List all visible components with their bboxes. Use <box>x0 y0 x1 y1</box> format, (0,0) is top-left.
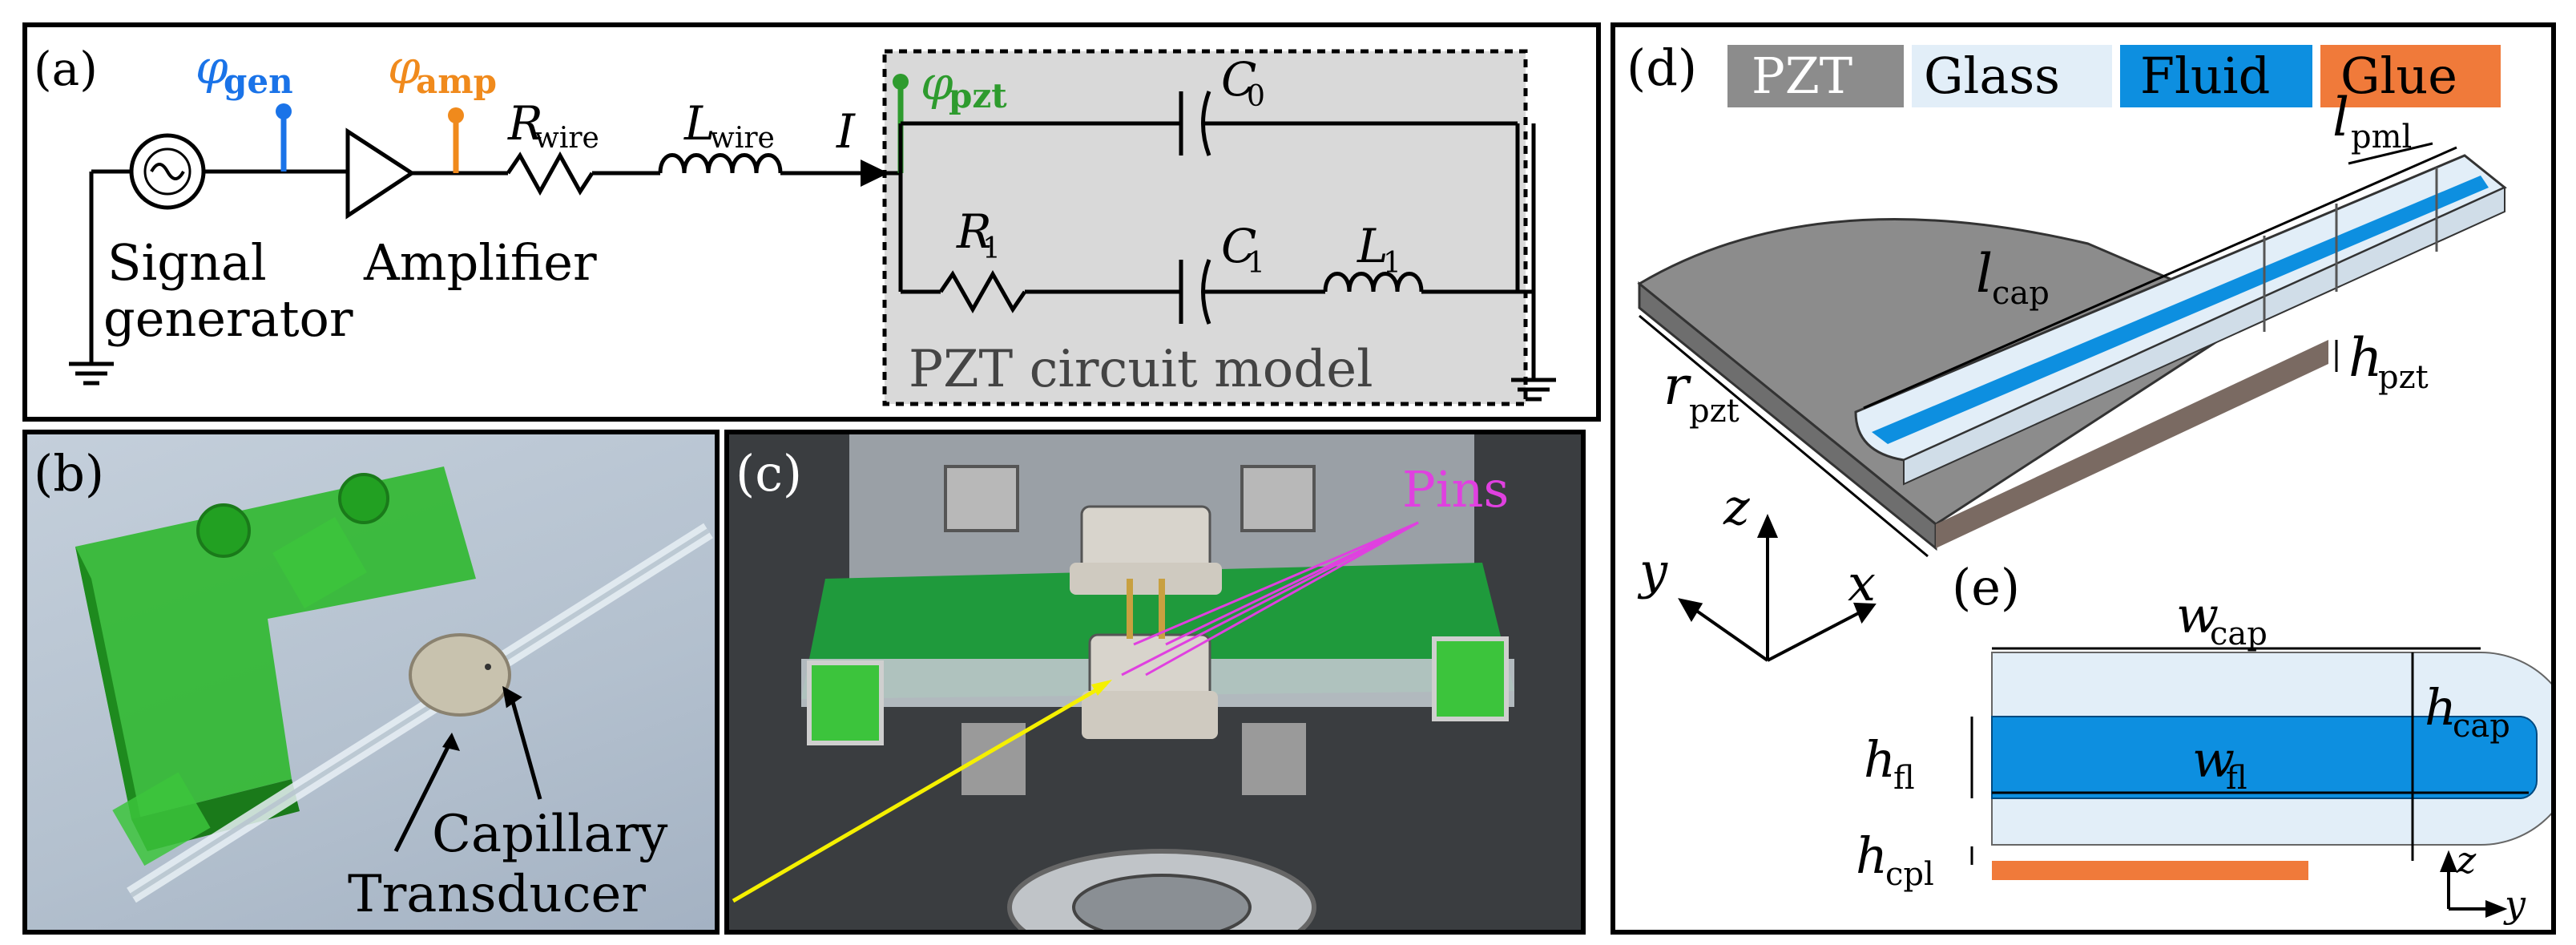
w-cap-symbol: w <box>2176 586 2219 644</box>
phi-pzt-symbol: φ <box>921 56 953 111</box>
h-cpl-sub: cpl <box>1885 856 1934 893</box>
panel-c-label: (c) <box>736 444 802 503</box>
c0-label: C <box>1221 52 1256 107</box>
r1-label: R <box>956 204 992 259</box>
l-cap-sub: cap <box>1992 275 2050 312</box>
phi-gen-sub: gen <box>224 62 293 101</box>
phi-gen-symbol: φ <box>196 40 228 95</box>
r-pzt-symbol: r <box>1663 355 1691 417</box>
l-wire-label: L <box>683 96 716 151</box>
legend-fluid: Fluid <box>2140 46 2270 105</box>
h-cpl-symbol: h <box>1856 826 1888 885</box>
axis-y-3d: y <box>1637 542 1668 600</box>
r-wire-sub: wire <box>534 122 599 155</box>
phi-pzt-sub: pzt <box>949 76 1007 115</box>
l1-sub: 1 <box>1383 247 1401 280</box>
phi-amp-sub: amp <box>416 62 497 101</box>
l-wire-sub: wire <box>710 122 775 155</box>
pins-label: Pins <box>1402 460 1509 519</box>
legend-pzt: PZT <box>1752 46 1852 105</box>
legend-glass-swatch <box>1912 45 2112 107</box>
amplifier-label: Amplifier <box>363 233 597 292</box>
l-pml-symbol: l <box>2332 87 2349 148</box>
r-wire-resistor <box>506 151 595 196</box>
current-label: I <box>836 104 856 159</box>
c1-label: C <box>1221 219 1256 273</box>
signal-label-line2: generator <box>103 289 353 348</box>
l-pml-sub: pml <box>2351 119 2412 155</box>
panel-c-photo: (c) Pins <box>724 430 1586 935</box>
legend-glue-swatch <box>2320 45 2501 107</box>
legend-glue: Glue <box>2340 46 2457 105</box>
w-fl-symbol: w <box>2192 730 2235 789</box>
l1-label: L <box>1357 219 1389 273</box>
panel-a-circuit: (a) φ gen φ amp R wire <box>22 22 1601 422</box>
h-fl-symbol: h <box>1864 730 1896 789</box>
green-chip <box>75 466 476 819</box>
h-cap-sub: cap <box>2453 708 2510 745</box>
transducer-disc <box>409 633 511 717</box>
legend-fluid-swatch <box>2120 45 2312 107</box>
phi-amp-symbol: φ <box>388 40 421 95</box>
c1-sub: 1 <box>1247 247 1265 280</box>
signal-generator-icon <box>129 133 206 210</box>
panel-e-label: (e) <box>1952 558 2020 616</box>
h-fl-sub: fl <box>1893 760 1915 797</box>
legend-glass: Glass <box>1924 46 2060 105</box>
panel-a-label: (a) <box>34 42 98 96</box>
axis-x-3d: x <box>1848 554 1876 612</box>
transducer-label: Transducer <box>348 865 646 924</box>
amplifier-icon <box>345 127 416 220</box>
axis-z-3d: z <box>1723 478 1750 536</box>
h-pzt-sub: pzt <box>2378 359 2429 396</box>
w-fl-sub: fl <box>2226 760 2247 797</box>
signal-label-line1: Signal <box>107 233 267 292</box>
w-cap-sub: cap <box>2210 616 2268 652</box>
capillary-label: Capillary <box>432 805 667 864</box>
cross-section-fluid <box>1991 716 2538 799</box>
axis-z-small: z <box>2456 838 2477 882</box>
h-pzt-symbol: h <box>2348 327 2383 389</box>
panel-d-e-geometry: (d) PZT Glass Fluid Glue l cap l pml h p… <box>1611 22 2556 935</box>
c0-sub: 0 <box>1247 80 1265 113</box>
panel-d-label: (d) <box>1627 38 1697 97</box>
r1-sub: 1 <box>982 232 1001 265</box>
panel-b-photo: (b) Capillary Transducer <box>22 430 720 935</box>
axis-y-small: y <box>2503 882 2526 926</box>
l-wire-inductor <box>658 153 783 174</box>
cross-section-glue <box>1992 861 2308 880</box>
pzt-model-label: PZT circuit model <box>909 340 1373 399</box>
r-wire-label: R <box>507 96 543 151</box>
panel-b-label: (b) <box>34 444 104 503</box>
r-pzt-sub: pzt <box>1689 393 1740 430</box>
h-cap-symbol: h <box>2425 678 2457 737</box>
legend-pzt-swatch <box>1727 45 1904 107</box>
l-cap-symbol: l <box>1976 243 1993 305</box>
